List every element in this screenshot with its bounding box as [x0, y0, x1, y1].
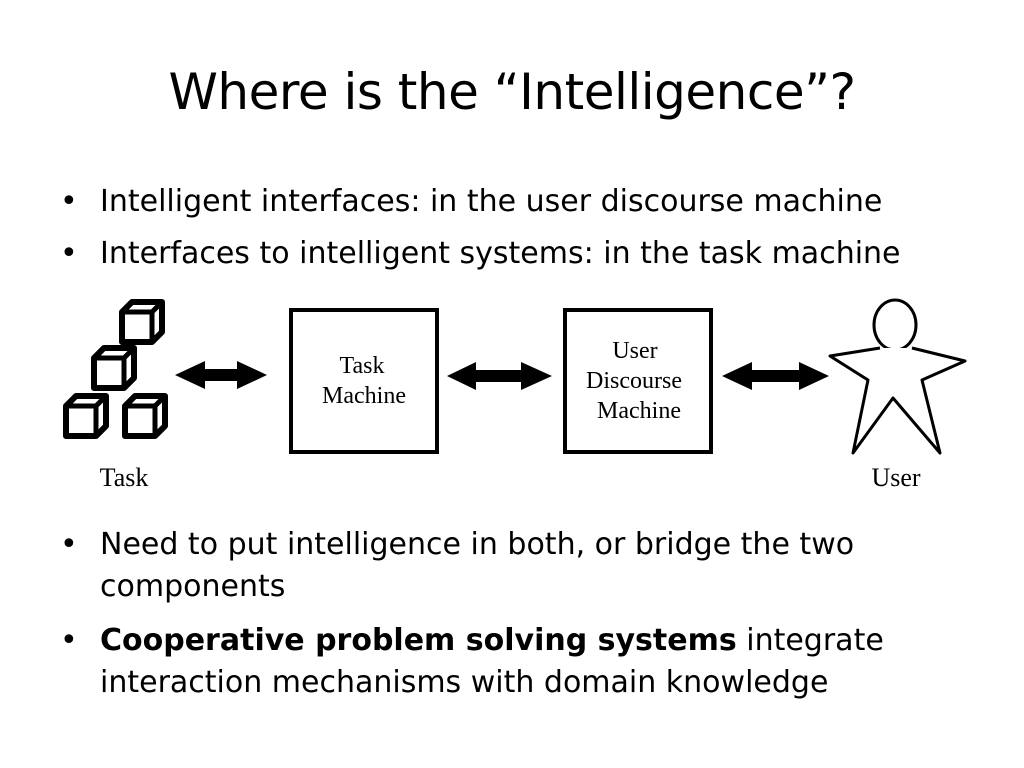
task-machine-box: Task Machine — [289, 308, 439, 454]
user-discourse-machine-label-line1: User — [612, 338, 657, 364]
bottom-bullet-list: Need to put intelligence in both, or bri… — [58, 524, 958, 716]
user-discourse-machine-box: User Discourse Machine — [563, 308, 713, 454]
double-arrow-icon — [447, 362, 552, 390]
bullet-cooperative-problem-solving: Cooperative problem solving systems inte… — [58, 620, 958, 704]
architecture-diagram: Task Task Machine User Discourse Machine — [0, 298, 967, 492]
slide-title: Where is the “Intelligence”? — [168, 63, 856, 121]
task-cubes-icon — [66, 302, 165, 436]
double-arrow-icon — [175, 361, 267, 389]
user-discourse-machine-label-line3: Machine — [597, 398, 681, 424]
task-machine-label-line1: Task — [340, 353, 385, 379]
user-discourse-machine-label-line2: Discourse — [586, 368, 682, 394]
task-machine-label-line2: Machine — [322, 383, 406, 409]
user-label: User — [871, 463, 920, 492]
bullet-intelligent-interfaces: Intelligent interfaces: in the user disc… — [58, 184, 998, 220]
task-label: Task — [100, 463, 149, 492]
bullet-need-intelligence: Need to put intelligence in both, or bri… — [58, 524, 958, 608]
user-figure-icon — [828, 298, 967, 455]
bullet-text: integrate interaction mechanisms with do… — [100, 623, 884, 700]
bullet-text: Need to put intelligence in both, or bri… — [100, 527, 855, 604]
top-bullet-list: Intelligent interfaces: in the user disc… — [58, 184, 998, 288]
double-arrow-icon — [722, 362, 829, 390]
bullet-interfaces-to-intelligent-systems: Interfaces to intelligent systems: in th… — [58, 236, 998, 272]
bullet-bold-term: Cooperative problem solving systems — [100, 623, 737, 658]
